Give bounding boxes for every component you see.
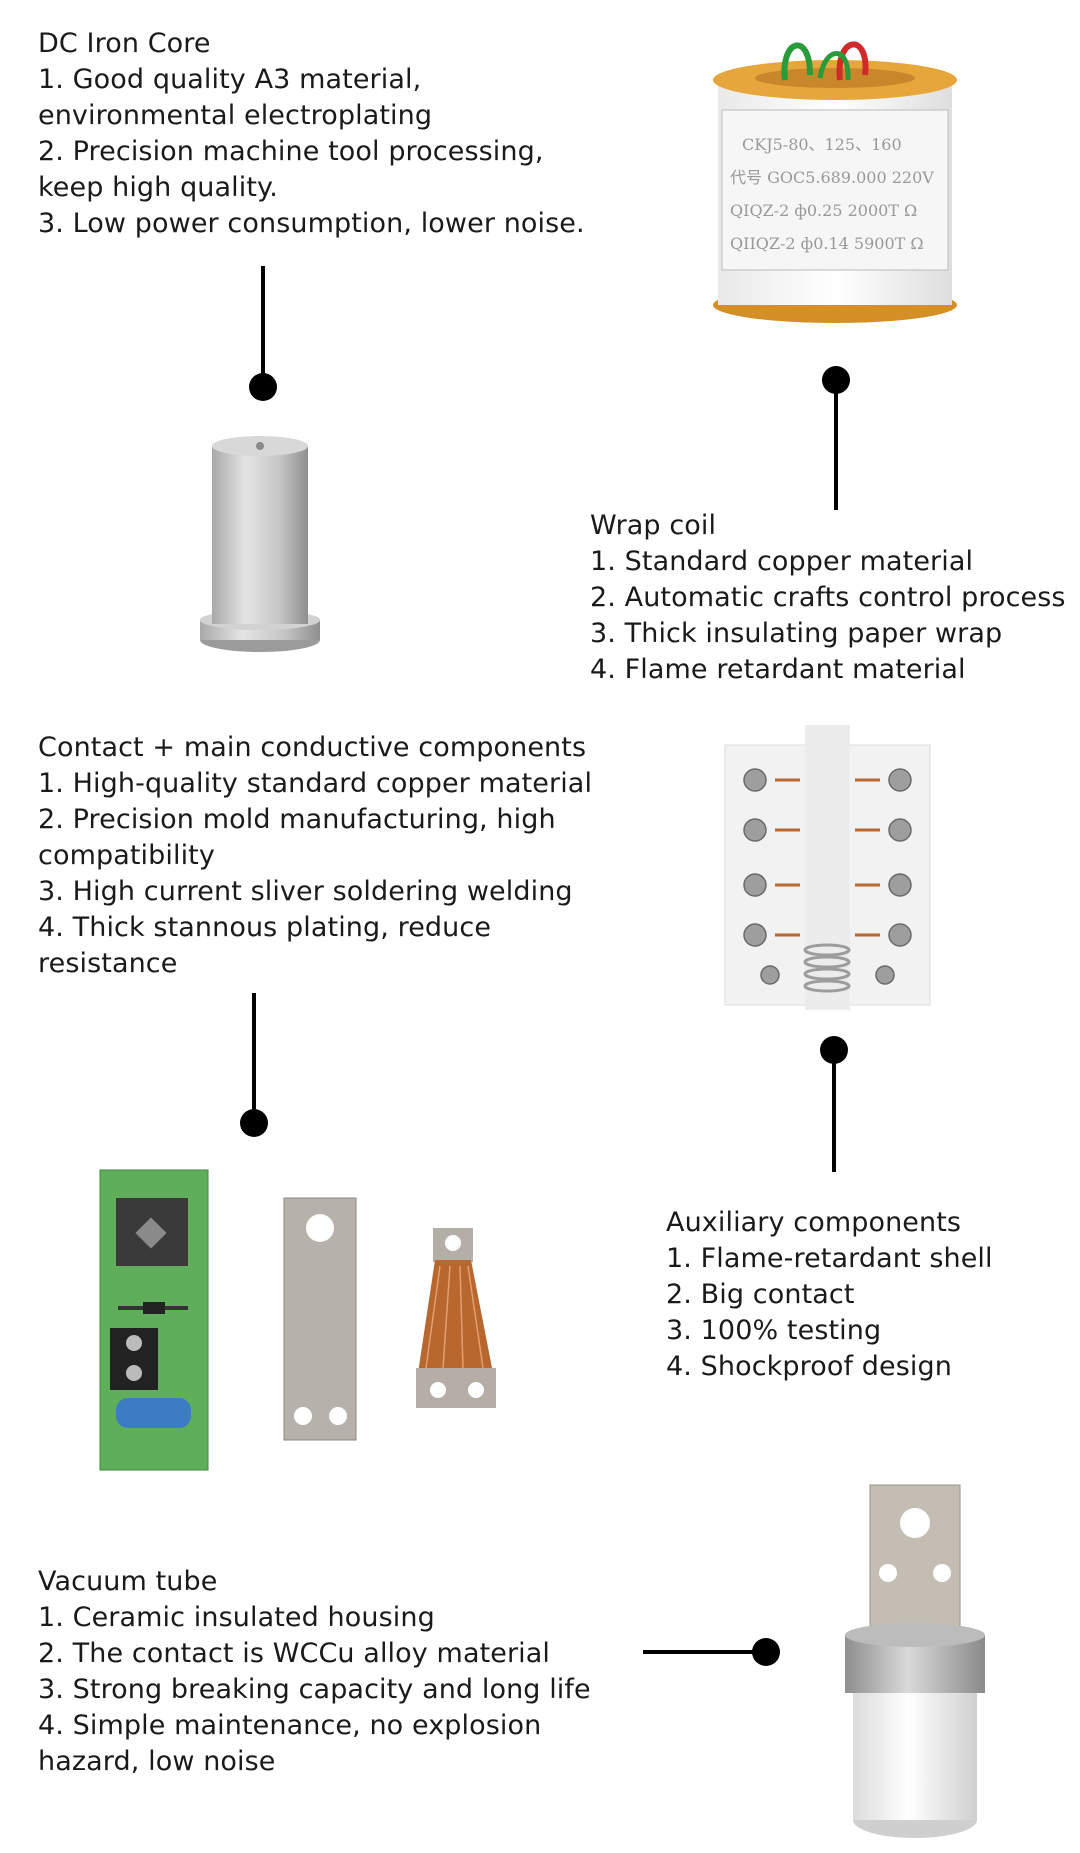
auxiliary-item-1: 1. Flame-retardant shell [666,1243,993,1274]
vacuum-tube-text: Vacuum tube 1. Ceramic insulated housing… [38,1564,591,1780]
coil-illustration: CKJ5-80、125、160 代号 GOC5.689.000 220V QIQ… [713,41,957,323]
vacuum-tube-connector-dot [752,1638,780,1666]
wrap-coil-item-2: 2. Automatic crafts control process [590,582,1066,613]
contact-components-image [98,1168,508,1478]
iron-core-connector-dot [249,373,277,401]
iron-core-illustration [200,436,320,652]
dc-iron-core-item-2: 2. Precision machine tool processing,kee… [38,136,544,203]
auxiliary-image [720,725,935,1010]
coil-label-line-4: QIIQZ-2 ф0.14 5900T Ω [730,234,924,253]
contact-components-illustration [99,1169,496,1471]
coil-connector [834,380,838,510]
iron-core-image [195,428,325,658]
contact-item-3: 3. High current sliver soldering welding [38,876,573,907]
dc-iron-core-title: DC Iron Core [38,28,211,59]
vacuum-tube-title: Vacuum tube [38,1566,218,1597]
vacuum-tube-illustration [845,1484,985,1838]
auxiliary-item-2: 2. Big contact [666,1279,855,1310]
contact-item-1: 1. High-quality standard copper material [38,768,593,799]
contact-text: Contact + main conductive components 1. … [38,730,592,982]
auxiliary-connector [832,1050,836,1172]
wrap-coil-text: Wrap coil 1. Standard copper material 2.… [590,508,1066,688]
contact-connector [252,993,256,1123]
dc-iron-core-text: DC Iron Core 1. Good quality A3 material… [38,26,585,242]
coil-label-line-2: 代号 GOC5.689.000 220V [730,168,934,187]
contact-connector-dot [240,1109,268,1137]
coil-label-line-3: QIQZ-2 ф0.25 2000T Ω [730,201,917,220]
auxiliary-title: Auxiliary components [666,1207,962,1238]
wrap-coil-item-3: 3. Thick insulating paper wrap [590,618,1003,649]
dc-iron-core-item-3: 3. Low power consumption, lower noise. [38,208,585,239]
vacuum-tube-item-2: 2. The contact is WCCu alloy material [38,1638,551,1669]
wrap-coil-item-4: 4. Flame retardant material [590,654,966,685]
vacuum-tube-connector [643,1650,763,1654]
vacuum-tube-item-3: 3. Strong breaking capacity and long lif… [38,1674,591,1705]
iron-core-connector [261,266,265,386]
vacuum-tube-item-1: 1. Ceramic insulated housing [38,1602,435,1633]
auxiliary-text: Auxiliary components 1. Flame-retardant … [666,1205,993,1385]
auxiliary-item-4: 4. Shockproof design [666,1351,952,1382]
auxiliary-item-3: 3. 100% testing [666,1315,882,1346]
coil-label-line-1: CKJ5-80、125、160 [742,135,902,154]
contact-title: Contact + main conductive components [38,732,587,763]
auxiliary-illustration [724,725,931,1010]
wrap-coil-item-1: 1. Standard copper material [590,546,974,577]
vacuum-tube-image [840,1475,1000,1845]
wrap-coil-image: CKJ5-80、125、160 代号 GOC5.689.000 220V QIQ… [700,20,970,330]
wrap-coil-title: Wrap coil [590,510,717,541]
dc-iron-core-item-1: 1. Good quality A3 material,environmenta… [38,64,433,131]
